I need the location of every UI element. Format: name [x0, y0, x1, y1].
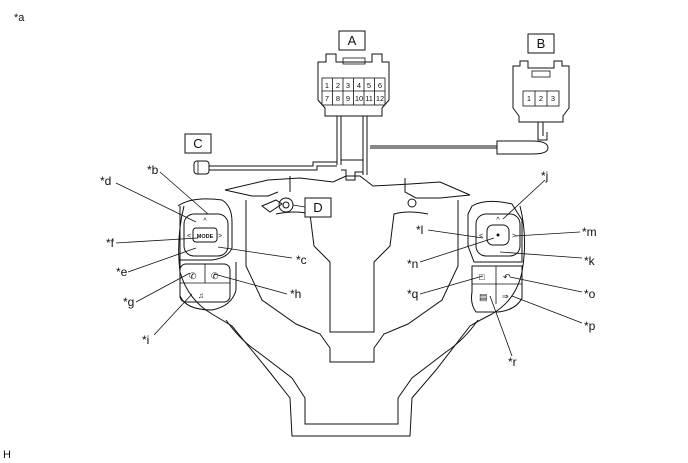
pin-a-4: 4 — [357, 81, 361, 90]
right-switch-assembly: ^ < > □ ↶ ▤ ⇒ — [467, 200, 523, 313]
connector-c-label-box — [184, 133, 212, 154]
pin-a-7: 7 — [325, 94, 329, 103]
callout-d: *d — [100, 174, 111, 188]
connector-b-label-box — [527, 33, 555, 54]
callout-o: *o — [584, 287, 596, 301]
callout-r: *r — [508, 355, 517, 369]
connector-d-label-box — [304, 197, 332, 218]
pin-b-3: 3 — [551, 94, 555, 103]
pin-a-8: 8 — [336, 94, 340, 103]
pin-a-2: 2 — [336, 81, 340, 90]
connector-b-label: B — [537, 36, 546, 51]
callout-l: *l — [416, 223, 423, 237]
connector-c: C — [184, 133, 212, 175]
callout-m: *m — [582, 225, 597, 239]
wire-harness — [208, 116, 549, 181]
figure-label: *a — [14, 12, 25, 24]
left-pad-left-mark: < — [187, 233, 191, 240]
callout-i: *i — [142, 333, 149, 347]
connector-a-label-box — [338, 30, 366, 51]
connector-c-label: C — [193, 136, 202, 151]
pin-a-9: 9 — [346, 94, 350, 103]
figure-code: H — [3, 449, 11, 461]
right-pad-up-mark: ^ — [496, 217, 500, 224]
callout-p: *p — [584, 319, 596, 333]
pin-b-1: 1 — [527, 94, 531, 103]
callout-g: *g — [123, 295, 134, 309]
connector-a: A 1 2 3 4 5 6 7 8 9 10 11 12 — [317, 30, 390, 117]
cruise-icon: ↶ — [503, 272, 511, 282]
mode-button-label: MODE — [197, 234, 214, 240]
callout-f: *f — [106, 236, 115, 250]
pin-a-6: 6 — [378, 81, 382, 90]
pin-a-3: 3 — [346, 81, 350, 90]
display-switch-icon: □ — [479, 272, 485, 282]
callout-c: *c — [296, 253, 307, 267]
callout-leaders — [115, 171, 583, 357]
connector-a-label: A — [348, 33, 357, 48]
pin-a-10: 10 — [355, 94, 363, 103]
right-pad-right-mark: > — [512, 233, 516, 240]
callout-b: *b — [147, 163, 159, 177]
connector-d-label: D — [313, 200, 322, 215]
left-switch-assembly: MODE ^ < > ✆ ✆ ♫ — [177, 198, 237, 311]
callout-q: *q — [407, 287, 418, 301]
left-pad-up-mark: ^ — [203, 218, 207, 225]
callout-e: *e — [116, 265, 128, 279]
callout-k: *k — [584, 254, 596, 268]
phone-off-icon: ✆ — [211, 271, 219, 281]
mode-button — [192, 227, 218, 243]
lane-assist-icon: ▤ — [479, 292, 488, 302]
distance-icon: ⇒ — [502, 292, 509, 301]
pin-a-1: 1 — [325, 81, 329, 90]
pin-a-5: 5 — [367, 81, 371, 90]
voice-icon: ♫ — [198, 291, 204, 300]
left-pad-right-mark: > — [218, 233, 222, 240]
connector-b: B 1 2 3 — [512, 33, 570, 123]
right-pad-left-mark: < — [479, 233, 483, 240]
callout-h: *h — [290, 287, 301, 301]
pin-a-12: 12 — [376, 94, 384, 103]
callout-j: *j — [541, 169, 548, 183]
phone-on-icon: ✆ — [189, 271, 197, 281]
pin-a-11: 11 — [365, 94, 373, 103]
callout-n: *n — [407, 257, 418, 271]
pin-b-2: 2 — [539, 94, 543, 103]
